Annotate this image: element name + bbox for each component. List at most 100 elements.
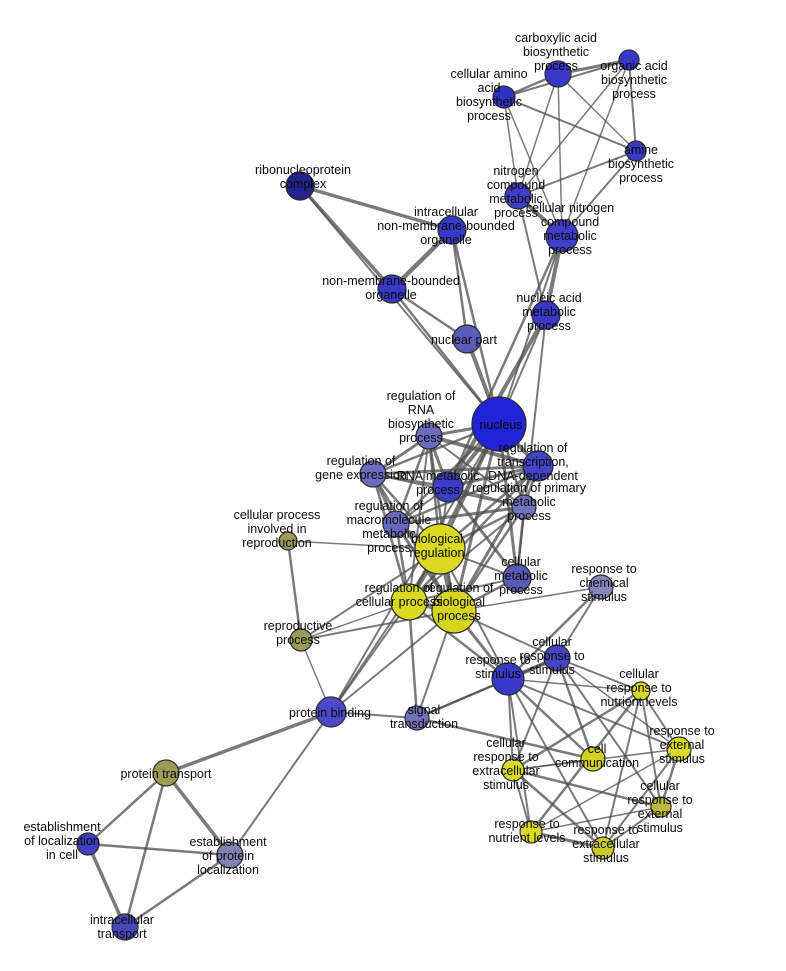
graph-node-est_protein_localization[interactable]: establishment of protein localization [216,841,244,869]
graph-node-nitrogen_compound_metab[interactable]: nitrogen compound metabolic process [504,182,532,210]
graph-edge [602,806,662,849]
graph-edge [557,73,637,152]
graph-node-organic_acid_biosyn[interactable]: organic acid biosynthetic process [618,49,640,71]
graph-node-cellular_response_nutrient[interactable]: cellular response to nutrient levels [631,681,651,701]
graph-node-cellular_amino_acid_biosyn[interactable]: cellular amino acid biosynthetic process [492,85,516,109]
graph-edge [498,235,563,425]
graph-node-reg_biological_process[interactable]: regulation of biological process [431,588,477,634]
graph-edge [517,150,637,197]
graph-edge [428,435,525,508]
graph-node-response_external[interactable]: response to external stimulus [666,736,692,762]
graph-node-amine_biosyn[interactable]: amine biosynthetic process [625,140,647,162]
graph-node-label-nuclear_part: nuclear part [431,333,498,347]
graph-node-reg_primary_metab[interactable]: regulation of primary metabolic process [511,494,537,520]
graph-node-nuclear_part[interactable]: nuclear part [452,324,482,354]
graph-node-response_chemical[interactable]: response to chemical stimulus [588,574,614,600]
graph-edge [452,464,540,613]
graph-edge [330,548,441,713]
graph-node-nucleic_acid_metab[interactable]: nucleic acid metabolic process [531,300,561,330]
graph-edge [86,842,232,857]
graph-edge [390,287,469,341]
graph-edge [530,806,662,833]
graph-node-reg_transcription[interactable]: regulation of transcription, DNA-depende… [522,450,554,482]
graph-node-nmb_organelle[interactable]: non-membrane-bounded organelle [377,274,407,304]
graph-edge [390,287,501,426]
graph-edge [511,768,605,850]
graph-node-est_localization_cell[interactable]: establishment of localization in cell [76,832,100,856]
graph-node-reg_cellular_process[interactable]: regulation of cellular process [390,583,428,621]
graph-edge [506,585,603,681]
graph-edge [555,656,595,761]
graph-node-cellular_response_stimulus[interactable]: cellular response to stimulus [543,644,571,672]
graph-edge [450,228,469,341]
graph-edge [503,96,519,197]
graph-node-reproductive_process[interactable]: reproductive process [289,628,313,652]
graph-node-cell_communication[interactable]: cell communication [580,746,606,772]
graph-edge [512,657,558,771]
graph-edge [371,472,411,604]
graph-node-protein_transport[interactable]: protein transport [152,759,180,787]
graph-edge [407,464,540,604]
graph-node-cellular_response_extracellular[interactable]: cellular response to extracellular stimu… [501,758,525,782]
graph-node-reg_macromol_metab[interactable]: regulation of macromolecule metabolic pr… [382,510,410,538]
graph-node-nucleus[interactable]: nucleus [471,396,527,452]
graph-node-response_stimulus[interactable]: response to stimulus [491,662,525,696]
graph-edge [300,610,455,641]
graph-edge [394,505,526,526]
graph-edge [530,748,680,833]
graph-edge [561,150,637,237]
graph-node-signal_transduction[interactable]: signal transduction [404,705,430,731]
graph-node-response_nutrient[interactable]: response to nutrient levels [519,820,543,844]
graph-node-response_extracellular[interactable]: response to extracellular stimulus [591,836,615,860]
graph-node-rna_metabolic[interactable]: RNA metabolic process [432,471,464,503]
graph-edge [507,678,680,750]
graph-edge [556,657,680,750]
graph-node-ribonucleoprotein_complex[interactable]: ribonucleoprotein complex [285,171,315,201]
graph-edge [86,842,127,929]
graph-edge [512,758,594,771]
graph-node-reg_gene_expression[interactable]: regulation of gene expression [359,460,387,488]
graph-edge [164,710,333,775]
graph-node-cellular_nitrogen_metab[interactable]: cellular nitrogen compound metabolic pro… [545,219,579,253]
graph-node-protein_binding[interactable]: protein binding [315,696,347,728]
graph-edge [86,771,168,846]
graph-node-carboxylic_acid_biosyn[interactable]: carboxylic acid biosynthetic process [544,60,572,88]
graph-edge [511,768,663,809]
graph-edge [408,506,525,603]
graph-node-cellular_process_reproduction[interactable]: cellular process involved in reproductio… [278,531,298,551]
graph-edge [506,677,595,761]
graph-edge [511,689,643,772]
graph-node-label-protein_binding: protein binding [289,706,371,720]
graph-node-biological_regulation[interactable]: biological regulation [414,523,466,575]
graph-edge [503,96,563,237]
graph-edge [561,59,630,237]
graph-edge [640,690,662,808]
graph-node-cellular_metabolic[interactable]: cellular metabolic process [502,563,532,593]
graph-edge [300,601,410,641]
graph-node-intracellular_nmb_organelle[interactable]: intracellular non-membrane-bounded organ… [437,215,467,245]
graph-node-cellular_response_external[interactable]: cellular response to external stimulus [650,796,672,818]
graph-node-reg_rna_biosyn[interactable]: regulation of RNA biosynthetic process [415,422,443,450]
graph-edge [507,678,642,692]
graph-edge [503,96,637,152]
graph-node-intracellular_transport[interactable]: intracellular transport [111,913,139,941]
graph-edge [628,59,637,152]
